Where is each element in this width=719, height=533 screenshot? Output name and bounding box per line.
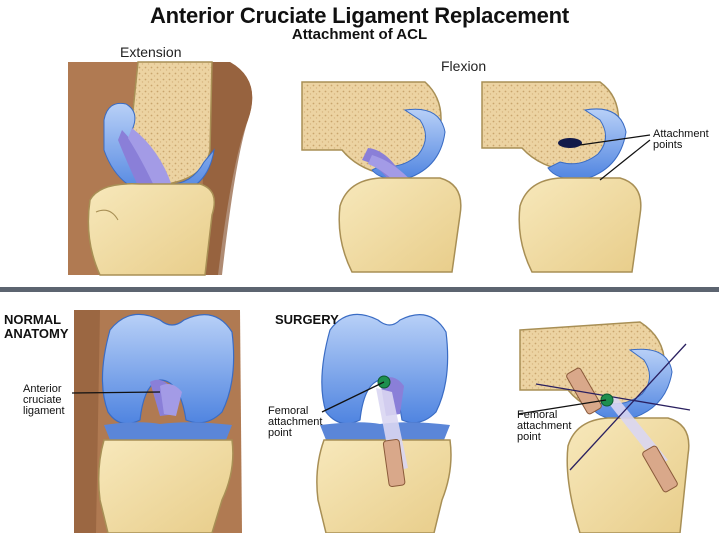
section-divider xyxy=(0,287,719,292)
flexion-panel-1 xyxy=(301,81,462,273)
extension-label: Extension xyxy=(120,44,182,60)
surgery-side-panel xyxy=(517,321,691,533)
diagram-title: Anterior Cruciate Ligament Replacement xyxy=(149,3,570,28)
acl-label: Anterior cruciate ligament xyxy=(23,383,65,417)
attachment-points-label: Attachment points xyxy=(653,128,709,151)
flexion-label: Flexion xyxy=(441,58,487,74)
extension-panel xyxy=(68,61,253,276)
normal-anatomy-panel xyxy=(71,310,242,533)
femoral-attachment-label-surgery: Femoral attachment point xyxy=(268,405,323,439)
flexion-panel-2 xyxy=(481,81,651,273)
femoral-attachment-label-side: Femoral attachment point xyxy=(517,409,572,443)
surgery-label: SURGERY xyxy=(275,312,339,327)
surgery-panel xyxy=(316,313,452,533)
diagram-subtitle: Attachment of ACL xyxy=(291,26,428,43)
normal-anatomy-label: NORMAL ANATOMY xyxy=(4,312,69,341)
